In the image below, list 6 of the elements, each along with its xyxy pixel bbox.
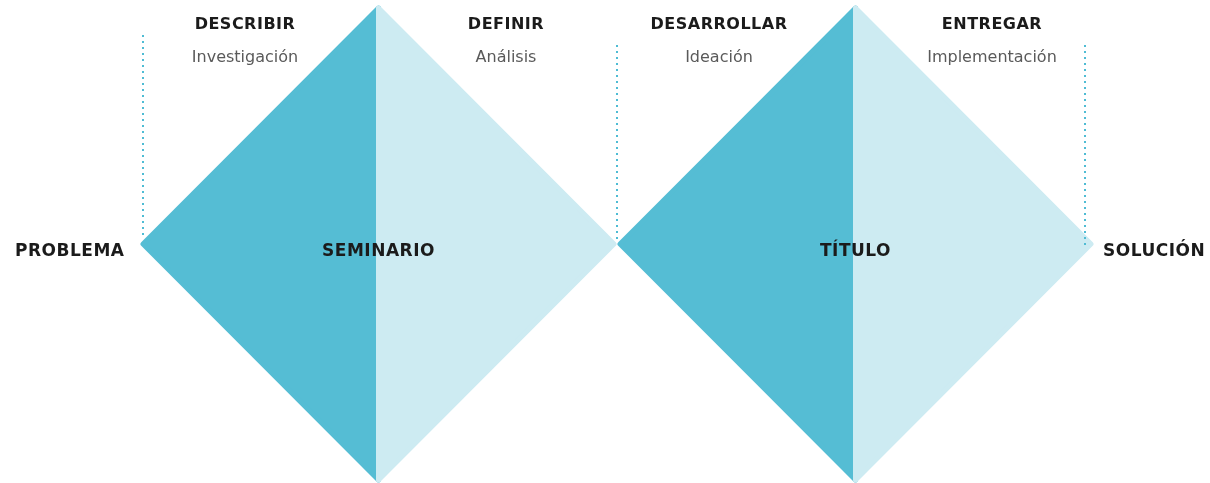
endpoint-label: SOLUCIÓN — [1103, 240, 1206, 260]
phase-subtitle: Análisis — [475, 47, 537, 66]
phase-subtitle: Implementación — [927, 47, 1057, 66]
phase-heading: DEFINIR — [467, 14, 545, 33]
phase-heading: ENTREGAR — [941, 14, 1043, 33]
endpoint-label: PROBLEMA — [15, 240, 125, 260]
